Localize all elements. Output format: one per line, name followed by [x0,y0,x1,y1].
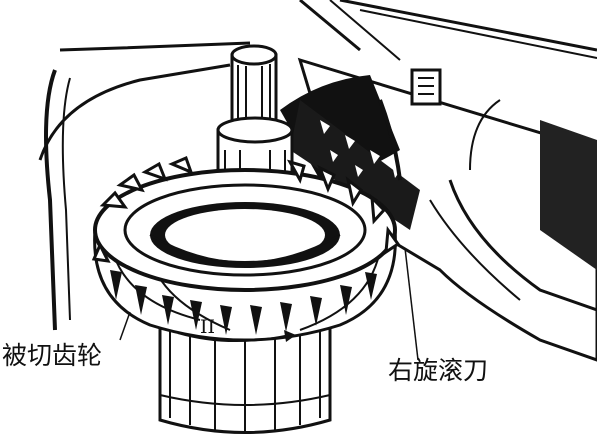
hob-cutter [280,75,420,230]
leader-lines [119,247,419,361]
rotation-arrow [177,330,296,343]
machine-frame [38,0,597,331]
rotation-mark-label: II [200,316,216,338]
workpiece-gear [91,155,401,434]
hob-cutter-label: 右旋滚刀 [388,356,489,385]
workpiece-gear-label: 被切齿轮 [2,341,103,370]
